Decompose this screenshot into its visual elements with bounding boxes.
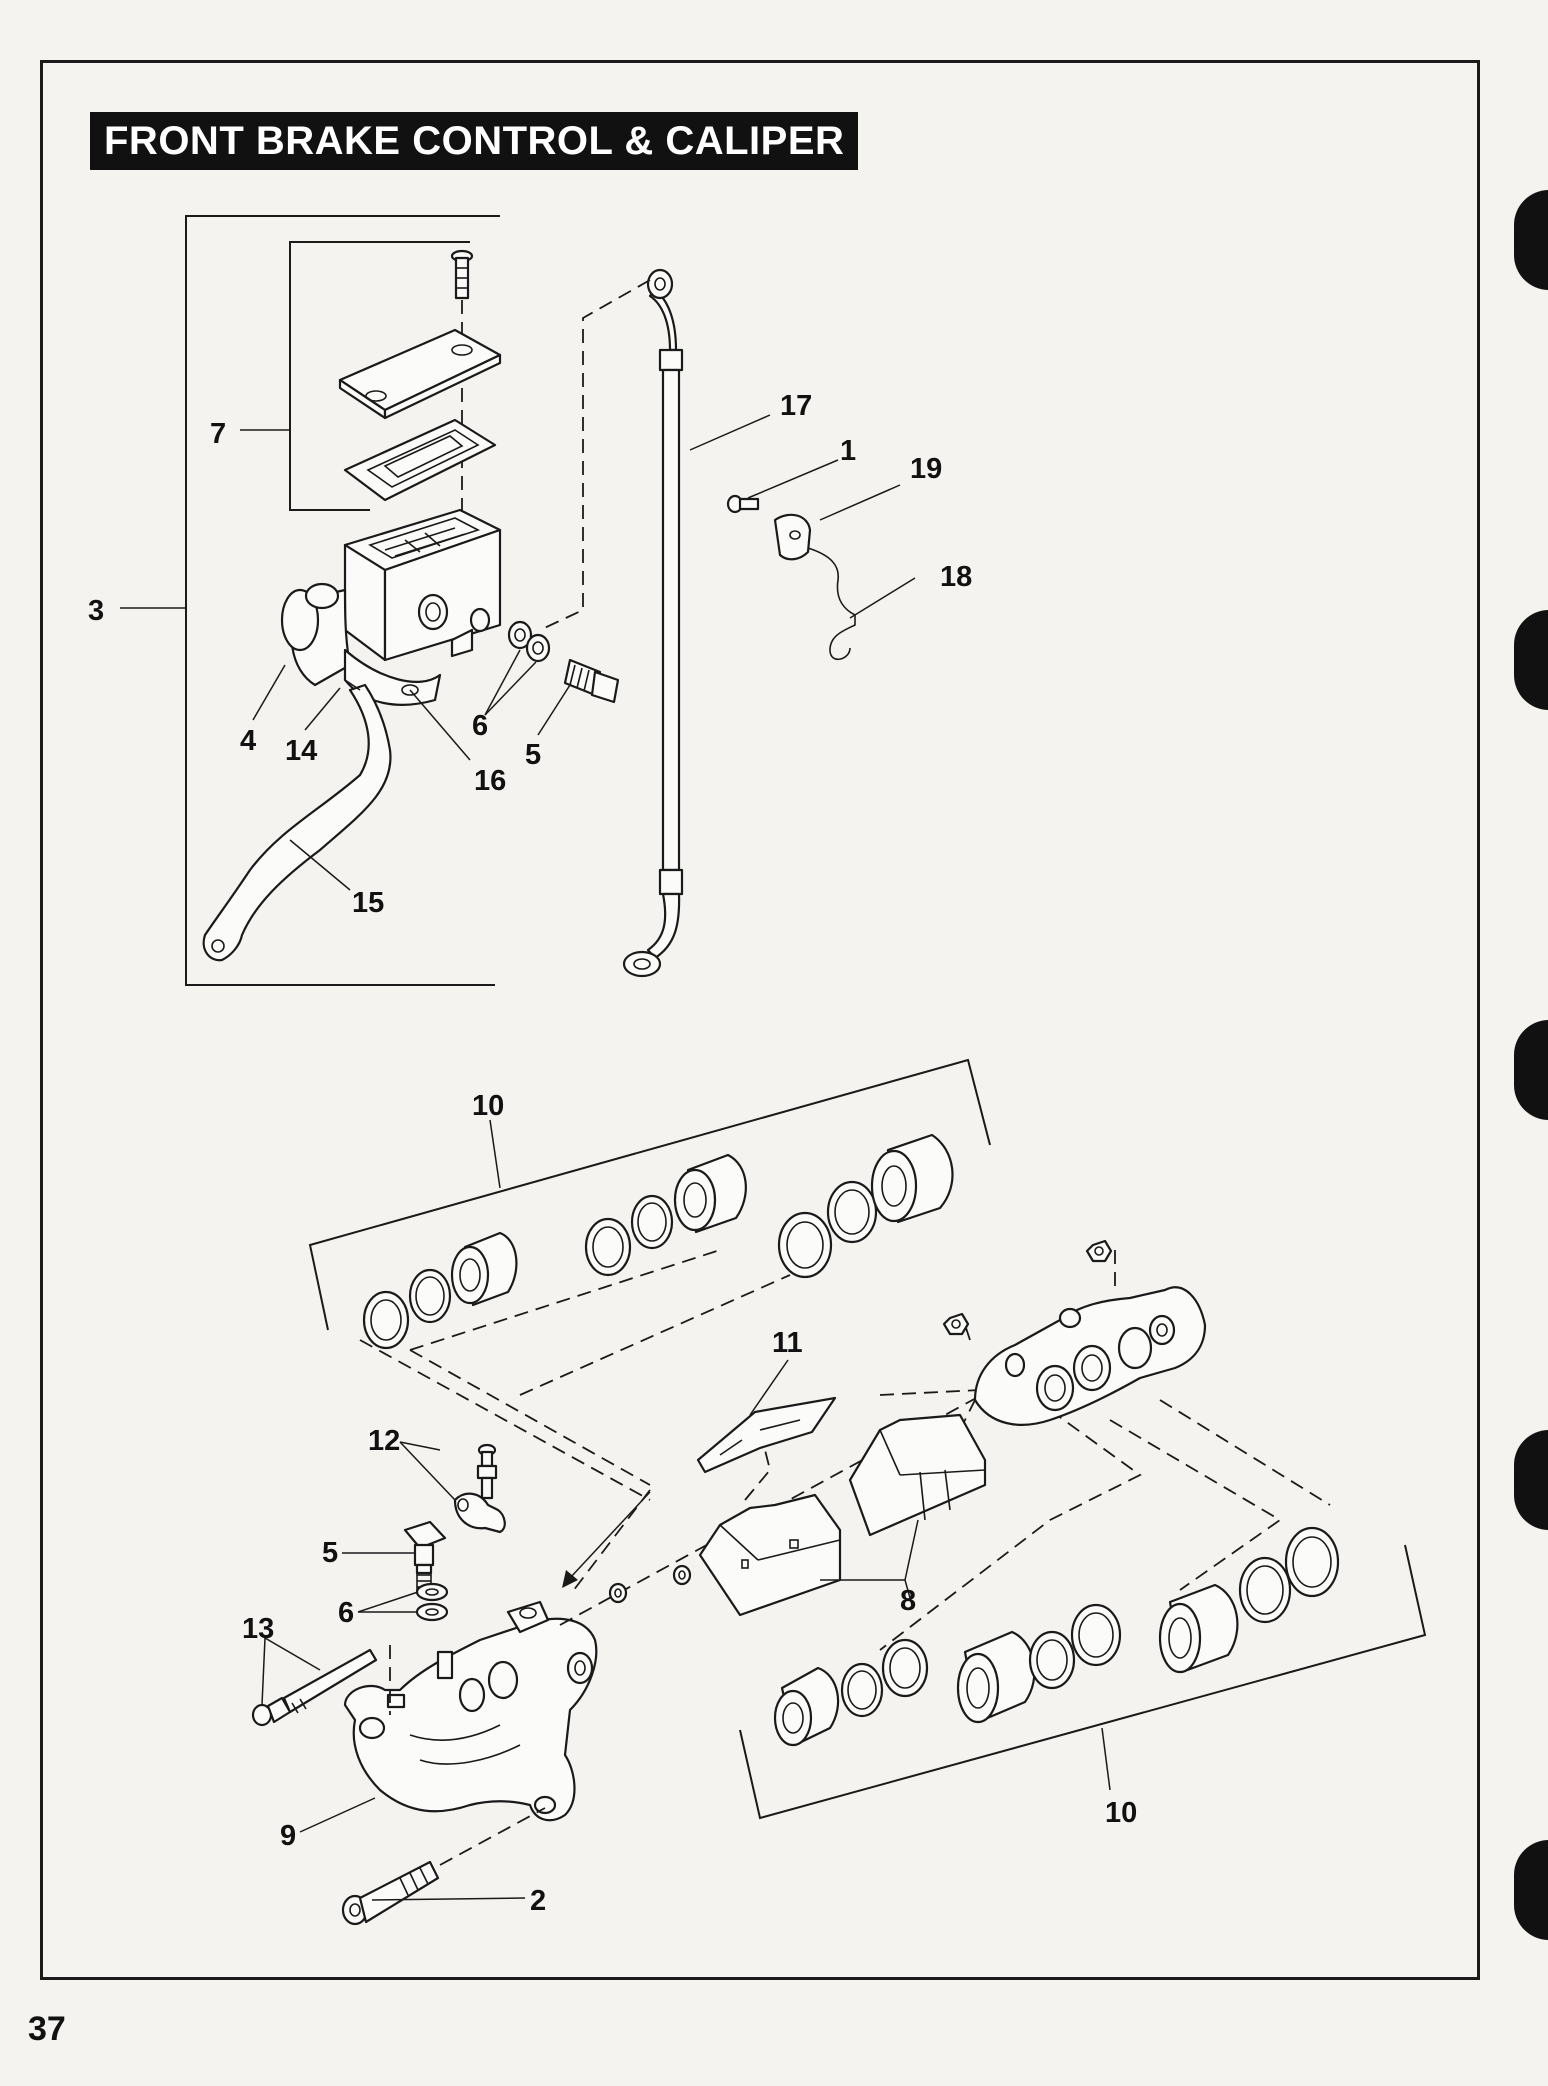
- bracket-assembly-7: [289, 241, 470, 511]
- route-dash: [569, 1489, 651, 1596]
- banjo-washer-upper-2: [525, 633, 551, 663]
- route-dash: [359, 1339, 651, 1501]
- brake-pad-inner: [698, 1493, 842, 1617]
- brake-lever: [202, 683, 392, 962]
- callout-leader: [484, 649, 521, 716]
- callout-leader: [689, 414, 771, 451]
- caliper-mount-bolt: [341, 1860, 440, 1926]
- hose-retainer-spring: [807, 547, 856, 660]
- page-frame: [40, 60, 1480, 1980]
- banjo-bolt-lower: [403, 1520, 447, 1594]
- callout-13: 13: [242, 1613, 274, 1645]
- callout-12: 12: [368, 1425, 400, 1457]
- callout-leader: [399, 1441, 456, 1501]
- binder-tab-mark: [1514, 610, 1548, 710]
- pad-pin: [251, 1648, 378, 1727]
- hose-clip: [773, 513, 812, 561]
- bleeder-valve: [476, 1443, 498, 1500]
- route-dash: [879, 1409, 1142, 1651]
- banjo-washer-upper-1: [507, 620, 533, 650]
- callout-8: 8: [900, 1585, 916, 1617]
- binder-tab-mark: [1514, 190, 1548, 290]
- guide-pin-spacer-2: [672, 1564, 692, 1586]
- bracket-assembly-3: [185, 215, 500, 986]
- callout-leader: [849, 577, 916, 619]
- reservoir-cover: [338, 328, 502, 420]
- callout-leader: [747, 459, 839, 499]
- brake-hose: [622, 268, 684, 978]
- callout-leader: [371, 1897, 526, 1901]
- route-dash: [409, 1349, 651, 1486]
- banjo-washer-lower-1: [415, 1582, 449, 1602]
- callout-3: 3: [88, 595, 104, 627]
- hose-clip-screw: [726, 494, 760, 514]
- callout-leader: [357, 1591, 419, 1613]
- caliper-housing-outer: [973, 1286, 1207, 1426]
- binder-tab-mark: [1514, 1840, 1548, 1940]
- binder-tab-mark: [1514, 1430, 1548, 1530]
- callout-leader: [261, 1637, 266, 1706]
- callout-leader: [252, 664, 286, 721]
- route-dash: [409, 1249, 721, 1351]
- callout-leader: [904, 1579, 913, 1606]
- callout-16: 16: [474, 765, 506, 797]
- callout-leader: [1101, 1727, 1111, 1791]
- caliper-nut-1: [942, 1312, 970, 1336]
- callout-5-upper: 5: [525, 739, 541, 771]
- guide-pin-spacer-1: [608, 1582, 628, 1604]
- reservoir-gasket: [343, 418, 497, 502]
- callout-leader: [299, 1797, 376, 1833]
- cover-screw: [450, 249, 474, 300]
- route-dash: [1159, 1399, 1331, 1506]
- piston-kit-lower: [773, 1526, 1340, 1747]
- lever-pivot-pin: [344, 679, 361, 691]
- banjo-washer-lower-2: [415, 1602, 449, 1622]
- bleeder-cap: [453, 1492, 506, 1534]
- master-cylinder-body: [343, 508, 502, 662]
- callout-19: 19: [910, 453, 942, 485]
- callout-10-upper: 10: [472, 1090, 504, 1122]
- brake-pad-outer: [848, 1413, 987, 1537]
- callout-leader: [264, 1637, 321, 1671]
- callout-18: 18: [940, 561, 972, 593]
- callout-17: 17: [780, 390, 812, 422]
- callout-10-lower: 10: [1105, 1797, 1137, 1829]
- callout-5-lower: 5: [322, 1537, 338, 1569]
- caliper-nut-2: [1085, 1239, 1113, 1263]
- callout-7: 7: [210, 418, 226, 450]
- callout-leader: [749, 1359, 789, 1416]
- callout-15: 15: [352, 887, 384, 919]
- banjo-bolt-upper: [563, 658, 620, 704]
- callout-2: 2: [530, 1885, 546, 1917]
- callout-11: 11: [772, 1327, 803, 1359]
- hose-route-dash: [539, 279, 651, 631]
- binder-tab-mark: [1514, 1020, 1548, 1120]
- callout-14: 14: [285, 735, 317, 767]
- callout-6-lower: 6: [338, 1597, 354, 1629]
- callout-leader: [489, 1119, 501, 1189]
- callout-leader: [537, 684, 571, 736]
- callout-4: 4: [240, 725, 256, 757]
- mount-bolt-axis: [439, 1807, 546, 1866]
- bracket-piston-kit-lower: [739, 1544, 1427, 1820]
- callout-9: 9: [280, 1820, 296, 1852]
- callout-leader: [819, 484, 901, 521]
- section-title: FRONT BRAKE CONTROL & CALIPER: [90, 112, 859, 170]
- caliper-housing-inner: [343, 1600, 598, 1822]
- callout-leader: [484, 661, 537, 716]
- callout-leader: [304, 687, 341, 731]
- route-dash: [519, 1274, 791, 1396]
- callout-leader: [289, 839, 351, 891]
- bracket-piston-kit-upper: [308, 1058, 991, 1331]
- callout-leader: [399, 1441, 441, 1451]
- callout-1: 1: [840, 435, 856, 467]
- callout-leader: [409, 689, 471, 761]
- page-number: 37: [28, 2010, 66, 2048]
- pad-spring: [696, 1396, 837, 1474]
- piston-kit-upper: [362, 1133, 954, 1350]
- callout-6-upper: 6: [472, 710, 488, 742]
- direction-arrow: [562, 1491, 651, 1588]
